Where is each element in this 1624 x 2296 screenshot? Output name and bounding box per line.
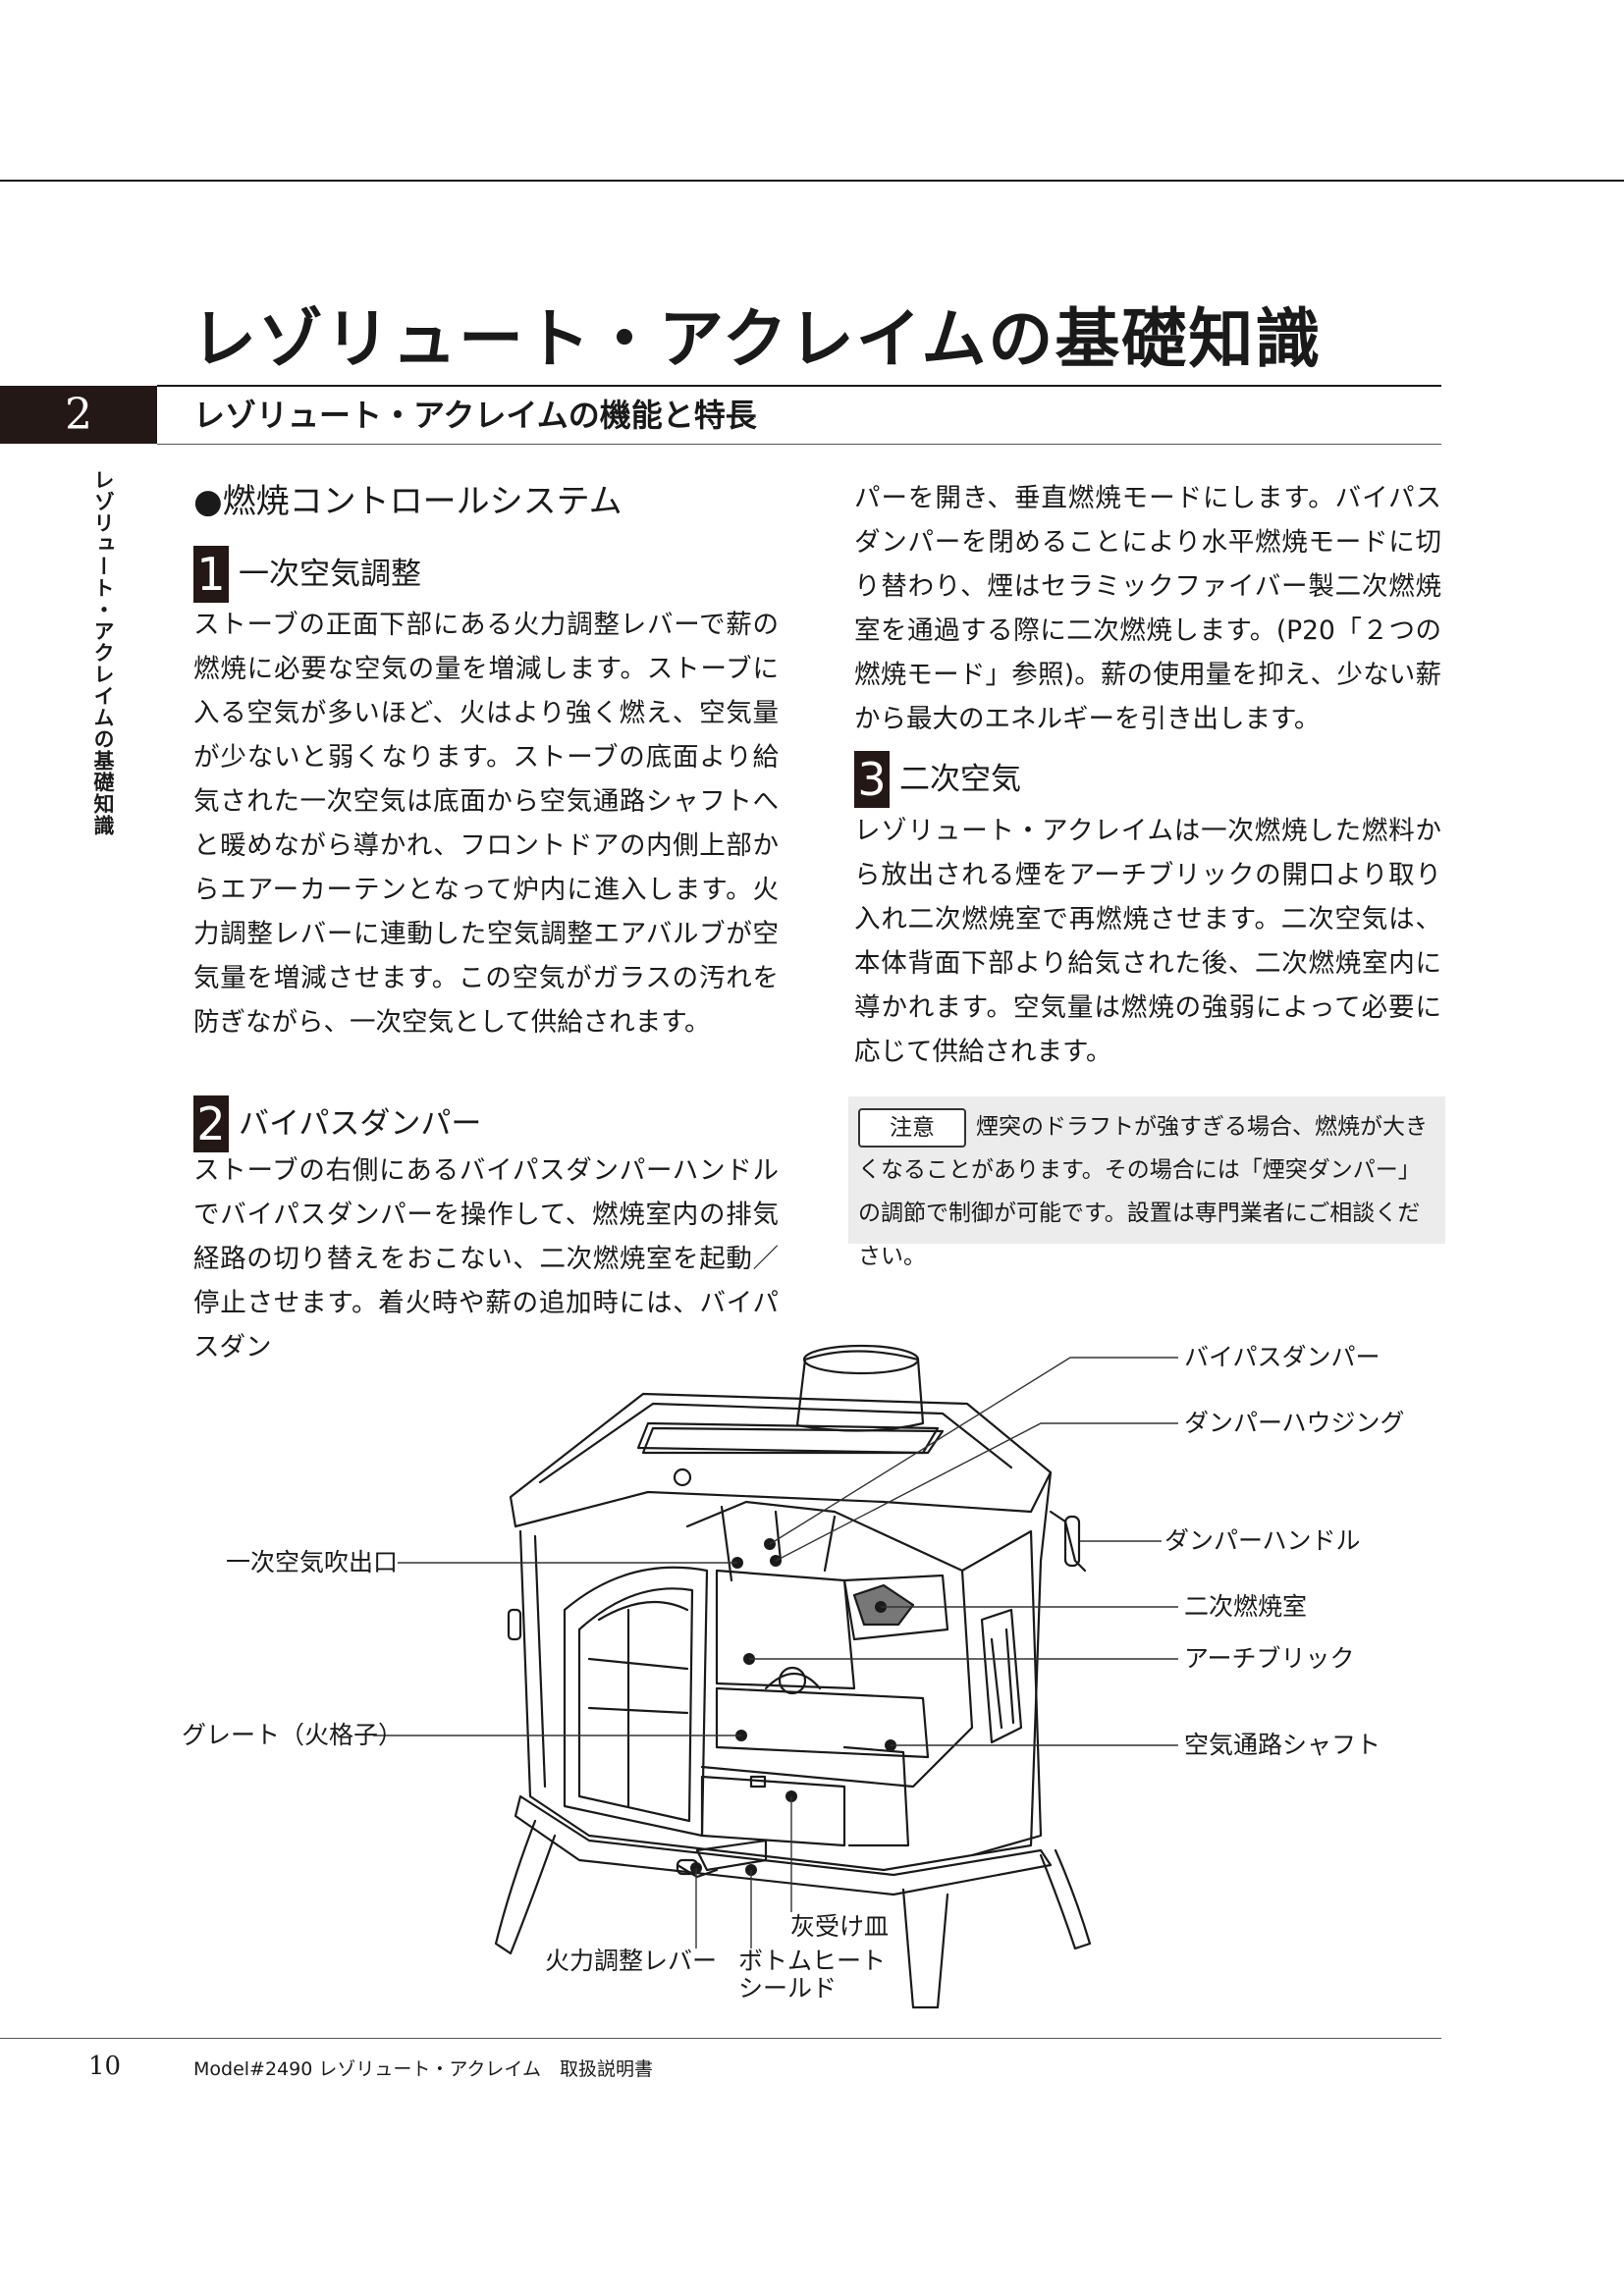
stove-base [514,1794,1053,1896]
label-fire-control-lever: 火力調整レバー [545,1947,718,1975]
item-2-label: バイパスダンパー [239,1106,482,1142]
label-secondary-chamber: 二次燃焼室 [1184,1592,1308,1621]
arch-brick [764,1673,822,1690]
page-number: 10 [88,2052,122,2081]
item-1-label: 一次空気調整 [239,557,421,592]
leg-back-right [1039,1848,1092,1950]
label-bottom-heat-shield-line1: ボトムヒート [738,1947,887,1975]
item-3-text: レゾリュート・アクレイムは一次燃焼した燃料から放出される煙をアーチブリックの開口… [854,816,1441,1067]
item-2-text-continued: パーを開き、垂直燃焼モードにします。バイパスダンパーを閉めることにより水平燃焼モ… [854,483,1441,734]
item-1-number: 1 [193,546,229,603]
footer-model: Model#2490 レゾリュート・アクレイム 取扱説明書 [193,2058,654,2080]
caution-note: 煙突のドラフトが強すぎる場合、燃焼が大きくなることがあります。その場合には「煙突… [848,1096,1445,1269]
stove-diagram [373,1344,1178,2009]
caution-text: 煙突のドラフトが強すぎる場合、燃焼が大きくなることがあります。その場合には「煙突… [858,1114,1428,1269]
top-rule [0,180,1624,182]
stove-body [518,1470,1053,1872]
flue-collar [795,1350,925,1432]
damper-handle [1049,1510,1087,1573]
label-air-shaft: 空気通路シャフト [1184,1731,1381,1759]
label-damper-handle: ダンパーハンドル [1164,1526,1361,1555]
item-2-text: ストーブの右側にあるバイパスダンパーハンドルでバイパスダンパーを操作して、燃焼室… [193,1155,779,1362]
item-3-number: 3 [854,751,890,808]
chapter-number: 2 [0,386,157,444]
item-2-heading: 2 バイパスダンパー [193,1095,481,1152]
fire-control-lever [676,1863,719,1879]
leg-front-left [494,1819,557,1955]
side-tab-label: レゾリュート・アクレイムの基礎知識 [91,469,116,836]
label-primary-outlet: 一次空気吹出口 [226,1548,399,1576]
leg-front-right [901,1888,949,2009]
page-title: レゾリュート・アクレイムの基礎知識 [191,300,1323,377]
label-ash-pan: 灰受け皿 [790,1912,890,1941]
bottom-heat-shield [695,1839,768,1872]
item-3-label: 二次空気 [899,762,1021,797]
item-1-heading: 1 一次空気調整 [193,546,421,603]
chapter-title: レゾリュート・アクレイムの機能と特長 [193,397,757,434]
title-underline [157,385,1441,387]
label-damper-housing: ダンパーハウジング [1184,1409,1405,1437]
ash-pan [700,1775,846,1847]
item-3-heading: 3 二次空気 [854,751,1021,808]
caution-badge: 注意 [858,1108,966,1148]
label-bottom-heat-shield-line2: シールド [738,1974,838,2002]
item-2-number: 2 [193,1095,229,1152]
right-side-panel [960,1529,1043,1857]
label-arch-brick: アーチブリック [1184,1644,1355,1673]
label-grate: グレート（火格子） [182,1721,404,1749]
label-bypass-damper: バイパスダンパー [1184,1343,1380,1371]
stove-top [509,1392,1053,1528]
footer-rule [0,2038,1441,2039]
front-door [563,1566,709,1838]
damper-housing [641,1426,945,1455]
chapter-underline [157,444,1441,445]
secondary-chamber [842,1574,949,1641]
section-heading: ●燃焼コントロールシステム [193,482,623,521]
item-1-text: ストーブの正面下部にある火力調整レバーで薪の燃焼に必要な空気の量を増減します。ス… [193,610,779,1038]
